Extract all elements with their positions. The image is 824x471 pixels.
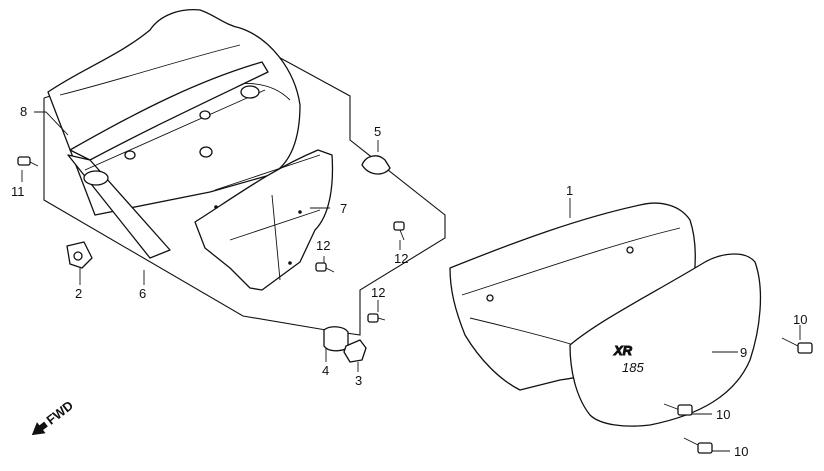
nut [343, 339, 367, 363]
callout-8: 8 [20, 104, 27, 119]
leader-lines [21, 111, 801, 452]
screw-11 [17, 156, 39, 167]
callout-12-mid: 12 [316, 238, 330, 253]
callout-9: 9 [740, 345, 747, 360]
rubber-mount [361, 155, 391, 175]
assembly-boundary [43, 35, 446, 336]
callout-2: 2 [75, 286, 82, 301]
callout-1: 1 [566, 183, 573, 198]
fwd-label: FWD [43, 398, 76, 428]
callout-12-low: 12 [371, 285, 385, 300]
callout-3: 3 [355, 373, 362, 388]
callout-7: 7 [340, 201, 347, 216]
callout-10-low: 10 [734, 444, 748, 459]
seat-base [67, 61, 269, 259]
decal-model-text: XR [613, 343, 633, 358]
callout-6: 6 [139, 286, 146, 301]
screw-12-low [367, 313, 386, 323]
fwd-arrow-indicator: FWD [31, 398, 76, 436]
callout-4: 4 [322, 363, 329, 378]
bolt-10-mid [663, 403, 693, 416]
bolt-10-low [683, 437, 713, 454]
inner-side-cover [194, 149, 334, 291]
collar [323, 326, 349, 352]
fwd-arrow-icon [31, 421, 48, 436]
callout-12-top: 12 [394, 251, 408, 266]
callout-10-mid: 10 [716, 407, 730, 422]
screw-12-top [393, 221, 405, 241]
callout-11: 11 [11, 184, 25, 199]
side-cover-decal: XR 185 [569, 253, 762, 427]
grommet [66, 241, 93, 269]
callout-10-right: 10 [793, 312, 807, 327]
callout-5: 5 [374, 124, 381, 139]
decal-size-text: 185 [622, 360, 644, 375]
bolt-10-right [781, 337, 813, 354]
screw-12-mid [315, 262, 335, 273]
